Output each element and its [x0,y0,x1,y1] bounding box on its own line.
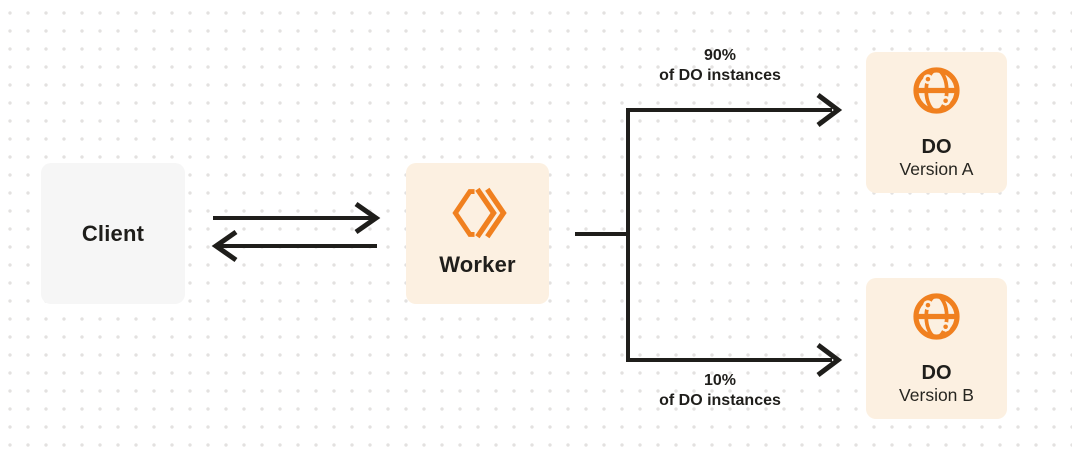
traffic-split-label-10: 10% of DO instances [620,371,820,411]
traffic-caption-10: of DO instances [659,392,781,409]
worker-node: Worker [406,163,549,304]
arrowhead-left-icon [211,229,238,263]
branch-to-do-b-line [626,232,832,362]
do-b-subtitle: Version B [899,385,974,405]
arrowhead-right-icon [354,201,381,235]
globe-icon [913,293,960,340]
client-label: Client [81,220,145,246]
client-node: Client [41,163,185,304]
traffic-percent-10: 10% [703,372,737,389]
do-version-b-node: DO Version B [866,278,1007,419]
do-b-title: DO [921,362,952,384]
traffic-caption-90: of DO instances [659,67,781,84]
traffic-split-label-90: 90% of DO instances [620,46,820,86]
branch-to-do-a-line [626,108,832,236]
do-version-a-node: DO Version A [866,52,1007,193]
do-a-title: DO [921,136,952,158]
cloudflare-workers-icon [451,187,507,239]
arrowhead-do-b-icon [816,343,843,377]
do-a-subtitle: Version A [899,159,974,179]
worker-label: Worker [439,252,516,277]
traffic-percent-90: 90% [703,47,737,64]
arrowhead-do-a-icon [816,93,843,127]
globe-icon [913,67,960,114]
